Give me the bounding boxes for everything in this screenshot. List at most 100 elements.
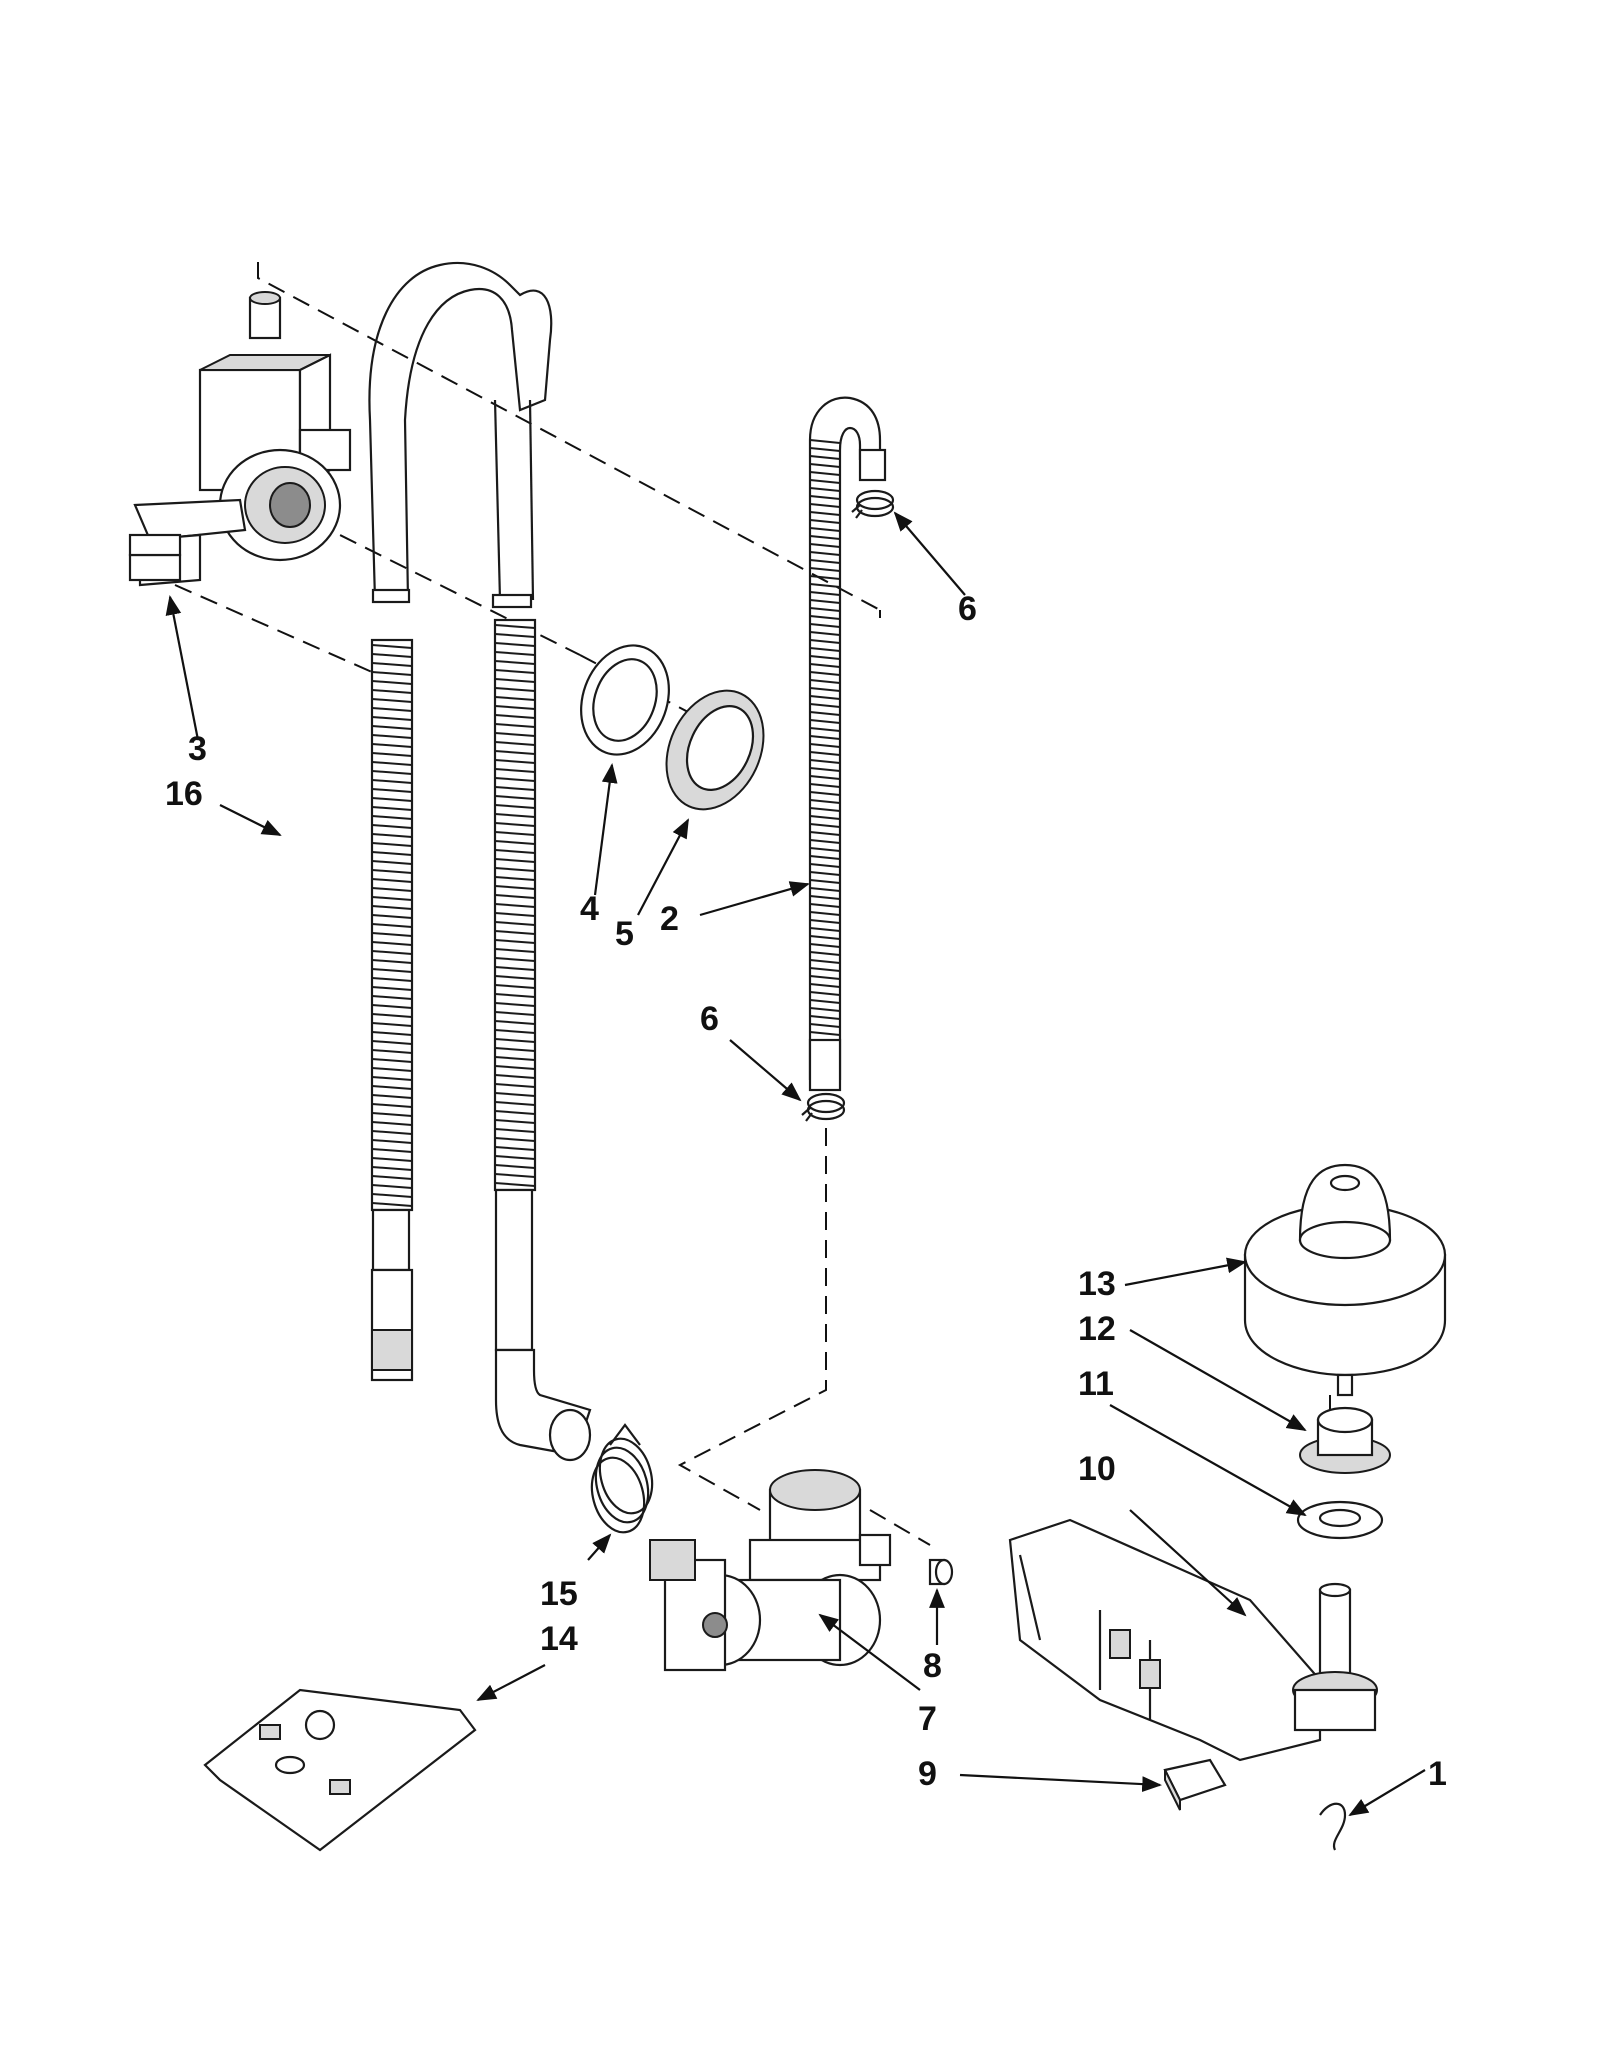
part-16-drain-hose (368, 261, 592, 1462)
hose-ring (809, 975, 841, 980)
hose-ring (371, 644, 413, 649)
part-10-switch-bracket (1008, 1518, 1378, 1762)
hose-ring (494, 903, 536, 908)
hose-ring (371, 833, 413, 838)
hose-ring (809, 759, 841, 764)
hose-ring (371, 968, 413, 973)
part-1-clip (1319, 1802, 1347, 1851)
hose-ring (371, 932, 413, 937)
hose-ring (494, 1011, 536, 1016)
hose-ring (809, 903, 841, 908)
hose-ring (494, 723, 536, 728)
hose-ring (494, 840, 536, 845)
hose-ring (809, 639, 841, 644)
callout-4: 4 (580, 890, 599, 928)
hose-ring (809, 959, 841, 964)
hose-ring (809, 663, 841, 668)
hose-ring (494, 975, 536, 980)
hose-ring (809, 455, 841, 460)
hose-ring (809, 703, 841, 708)
hose-ring (371, 1121, 413, 1126)
callout-2: 2 (660, 900, 679, 938)
hose-ring (494, 1173, 536, 1178)
hose-ring (809, 999, 841, 1004)
hose-ring (809, 839, 841, 844)
hose-ring (494, 687, 536, 692)
hose-ring (371, 770, 413, 775)
hose-ring (809, 887, 841, 892)
hose-ring (371, 1139, 413, 1144)
hose-ring (809, 919, 841, 924)
hose-ring (371, 1148, 413, 1153)
hose-ring (809, 543, 841, 548)
hose-ring (371, 1166, 413, 1171)
hose-ring (371, 1085, 413, 1090)
hose-ring (809, 567, 841, 572)
hose-ring (809, 815, 841, 820)
hose-ring (809, 1007, 841, 1012)
hose-ring (371, 1040, 413, 1045)
hose-ring (494, 750, 536, 755)
hose-ring (809, 863, 841, 868)
part-5-nut (665, 689, 765, 811)
hose-ring (494, 633, 536, 638)
hose-ring (371, 1103, 413, 1108)
hose-ring (371, 1067, 413, 1072)
hose-ring (371, 734, 413, 739)
callout-14: 14 (540, 1620, 578, 1658)
hose-ring (494, 1137, 536, 1142)
hose-ring (371, 788, 413, 793)
hose-ring (809, 751, 841, 756)
hose-ring (371, 842, 413, 847)
hose-ring (809, 647, 841, 652)
hose-ring (494, 1146, 536, 1151)
hose-ring (809, 447, 841, 452)
part-11-float-washer (1296, 1500, 1384, 1540)
hose-ring (494, 1065, 536, 1070)
part-2-fill-hose (808, 396, 887, 1092)
callout-13: 13 (1078, 1265, 1116, 1303)
hose-ring (494, 1119, 536, 1124)
part-13-float (1243, 1163, 1447, 1397)
hose-ring (809, 871, 841, 876)
hose-ring (371, 923, 413, 928)
hose-ring (809, 711, 841, 716)
part-7-water-valve (649, 1469, 892, 1672)
hose-ring (371, 959, 413, 964)
hose-ring (371, 851, 413, 856)
hose-ring (809, 599, 841, 604)
hose-ring (809, 551, 841, 556)
hose-ring (371, 653, 413, 658)
hose-ring (494, 1002, 536, 1007)
hose-ring (809, 743, 841, 748)
hose-ring (494, 777, 536, 782)
hose-ring (371, 1184, 413, 1189)
callout-9: 9 (918, 1755, 937, 1793)
hose-ring (809, 727, 841, 732)
callout-8: 8 (923, 1647, 942, 1685)
hose-ring (494, 831, 536, 836)
hose-ring (809, 879, 841, 884)
hose-ring (494, 849, 536, 854)
callout-11: 11 (1078, 1365, 1114, 1403)
part-12-float-nut (1299, 1406, 1391, 1474)
hose-ring (371, 698, 413, 703)
part-9-switch (1163, 1758, 1227, 1811)
hose-ring (494, 642, 536, 647)
hose-ring (809, 991, 841, 996)
hose-ring (371, 824, 413, 829)
hose-ring (371, 941, 413, 946)
hose-ring (371, 1013, 413, 1018)
hose-ring (371, 1058, 413, 1063)
hose-ring (809, 623, 841, 628)
corrugations-right (494, 624, 536, 1187)
hose-ring (494, 984, 536, 989)
hose-ring (809, 679, 841, 684)
part-3-sump-assembly (128, 291, 352, 587)
hose-ring (371, 914, 413, 919)
hose-ring (809, 935, 841, 940)
hose-ring (494, 795, 536, 800)
hose-ring (809, 527, 841, 532)
hose-ring (809, 807, 841, 812)
hose-ring (494, 948, 536, 953)
